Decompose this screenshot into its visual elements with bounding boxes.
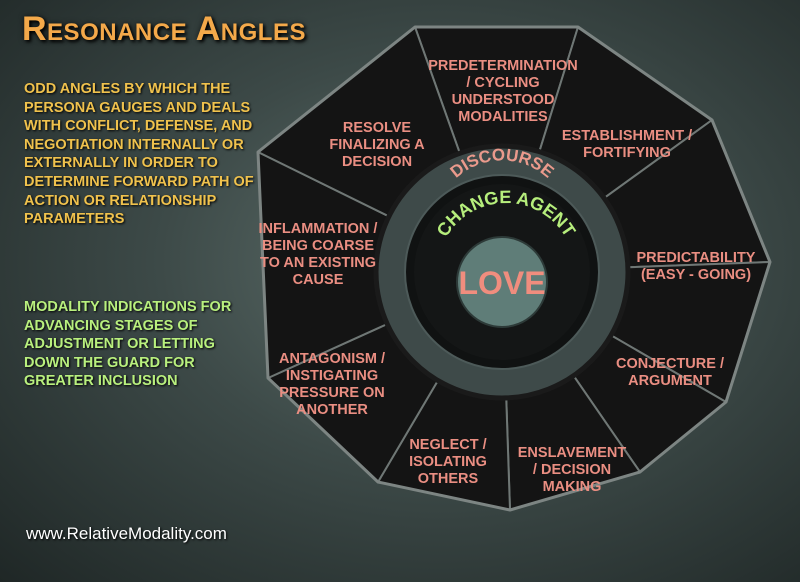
segment-label-line: FORTIFYING: [583, 145, 671, 161]
segment-label-line: MODALITIES: [458, 109, 548, 125]
segment-label-2: ESTABLISHMENT /FORTIFYING: [562, 128, 692, 161]
segment-label-line: RESOLVE: [343, 120, 412, 136]
website-url[interactable]: www.RelativeModality.com: [26, 524, 227, 543]
segment-label-line: ANTAGONISM /: [279, 351, 385, 367]
segment-label-line: OTHERS: [418, 471, 479, 487]
segment-label-line: (EASY - GOING): [641, 267, 751, 283]
outer-border: [256, 25, 772, 512]
segment-label-line: ENSLAVEMENT: [518, 445, 627, 461]
segment-label-line: BEING COARSE: [262, 238, 374, 254]
segment-label-line: NEGLECT /: [409, 437, 486, 453]
love-center: [456, 236, 548, 328]
segment-label-line: UNDERSTOOD: [452, 92, 555, 108]
segment-label-line: CONJECTURE /: [616, 356, 724, 372]
segment-label-line: ANOTHER: [296, 402, 368, 418]
segment-label-line: FINALIZING A: [329, 137, 425, 153]
page-title: Resonance Angles: [22, 10, 306, 48]
segment-label-line: DECISION: [342, 154, 412, 170]
segment-label-line: PRESSURE ON: [279, 385, 385, 401]
segment-label-line: INSTIGATING: [286, 368, 378, 384]
segment-label-line: ISOLATING: [409, 454, 487, 470]
segment-label-line: PREDICTABILITY: [637, 250, 756, 266]
segment-label-line: INFLAMMATION /: [259, 221, 378, 237]
segment-label-line: PREDETERMINATION: [428, 58, 578, 74]
segment-label-3: PREDICTABILITY(EASY - GOING): [637, 250, 756, 283]
love-label: LOVE: [458, 265, 545, 301]
segment-label-line: MAKING: [543, 479, 602, 495]
segment-label-line: TO AN EXISTING: [260, 255, 376, 271]
segment-label-line: / CYCLING: [466, 75, 539, 91]
segment-label-4: CONJECTURE /ARGUMENT: [616, 356, 724, 389]
description-text: Odd angles by which the persona gauges a…: [24, 81, 254, 228]
modality-note-text: Modality indications for advancing stage…: [24, 299, 232, 390]
segment-label-line: ARGUMENT: [628, 373, 712, 389]
segment-label-line: / DECISION: [533, 462, 611, 478]
segment-label-line: ESTABLISHMENT /: [562, 128, 692, 144]
segment-label-line: CAUSE: [293, 272, 344, 288]
